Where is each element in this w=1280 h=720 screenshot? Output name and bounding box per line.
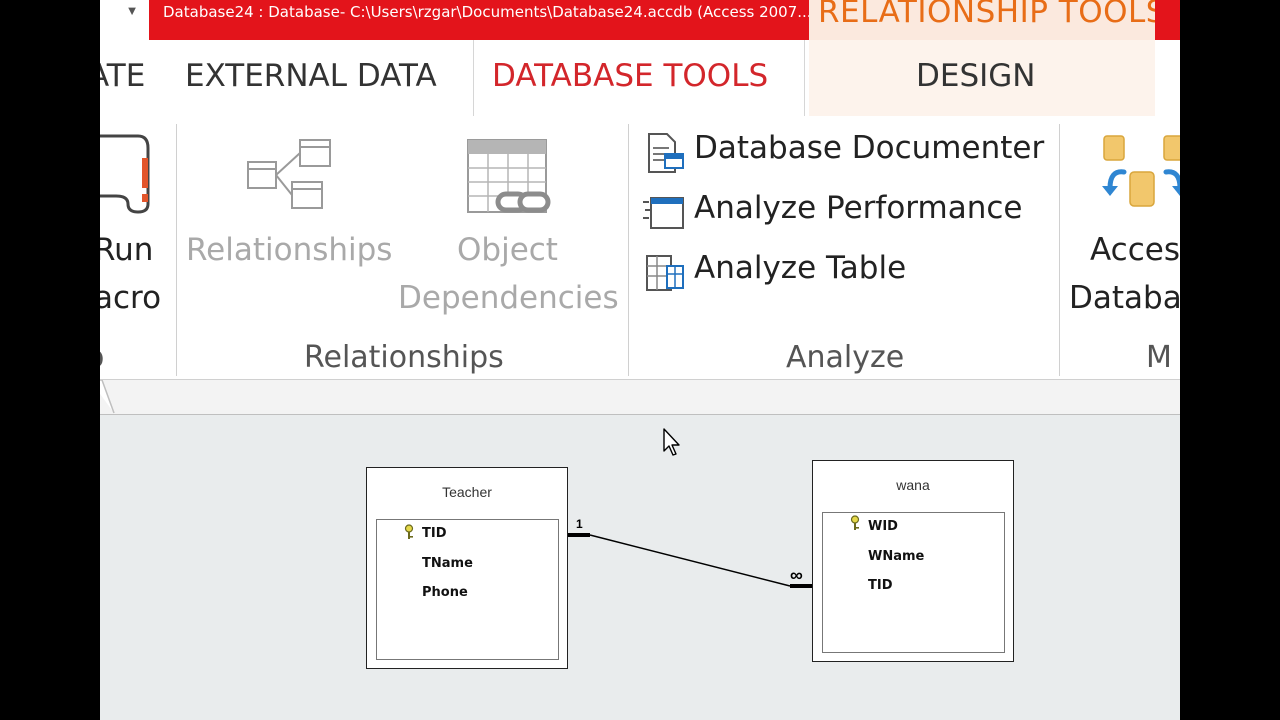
- field-item[interactable]: TName: [422, 556, 473, 571]
- relationship-tools-label: RELATIONSHIP TOOLS: [818, 0, 1166, 30]
- ribbon-border: [100, 379, 1180, 380]
- field-item[interactable]: TID: [868, 578, 893, 593]
- table-title[interactable]: wana: [896, 477, 930, 493]
- document-tab-strip: [100, 380, 1180, 415]
- run-macro-label-2: acro: [100, 280, 162, 316]
- relationships-icon: [247, 139, 331, 209]
- analyze-table-label: Analyze Table: [694, 250, 907, 286]
- database-documenter-icon: [648, 133, 684, 173]
- primary-key-icon: [850, 515, 860, 530]
- field-list[interactable]: TID TName Phone: [376, 519, 559, 660]
- table-box-teacher[interactable]: Teacher TID TName Phone: [366, 467, 568, 669]
- field-item[interactable]: WID: [868, 519, 898, 534]
- window-title: Database24 : Database- C:\Users\rzgar\Do…: [163, 3, 812, 21]
- quick-access-toolbar-dropdown-icon[interactable]: ▼: [125, 3, 139, 18]
- title-bar-right: [1155, 0, 1180, 40]
- relationships-doc-tab[interactable]: [100, 380, 130, 414]
- title-bar: Database24 : Database- C:\Users\rzgar\Do…: [149, 0, 812, 40]
- move-data-group-label: M: [1146, 340, 1172, 375]
- analyze-group-label: Analyze: [786, 340, 905, 375]
- database-documenter-label: Database Documenter: [694, 130, 1045, 166]
- tab-external-data[interactable]: EXTERNAL DATA: [185, 58, 437, 94]
- object-dependencies-label-1: Object: [457, 232, 558, 268]
- object-dependencies-icon: [467, 139, 551, 213]
- access-database-label-2: Databa: [1069, 280, 1180, 316]
- access-window: ▼ Database24 : Database- C:\Users\rzgar\…: [100, 0, 1180, 720]
- access-database-label-1: Acces: [1090, 232, 1180, 268]
- tab-design[interactable]: DESIGN: [916, 58, 1036, 94]
- run-macro-button[interactable]: Run acro: [100, 116, 175, 326]
- macro-group-label: o: [100, 340, 104, 375]
- relationships-group-label: Relationships: [304, 340, 504, 375]
- relationships-button[interactable]: Relationships: [184, 116, 394, 326]
- group-separator: [1059, 124, 1060, 376]
- analyze-performance-label: Analyze Performance: [694, 190, 1023, 226]
- relationship-canvas[interactable]: 1 ∞ Teacher TID TName Phone wana: [100, 415, 1180, 720]
- field-item[interactable]: Phone: [422, 585, 468, 600]
- field-item[interactable]: TID: [422, 526, 447, 541]
- ribbon-tab-row: ATE EXTERNAL DATA DATABASE TOOLS DESIGN: [100, 40, 1180, 156]
- field-item[interactable]: WName: [868, 549, 925, 564]
- access-database-icon: [1102, 135, 1180, 207]
- object-dependencies-label-2: Dependencies: [398, 280, 619, 316]
- relationship-line[interactable]: [100, 415, 1180, 720]
- analyze-table-icon: [646, 255, 684, 291]
- one-side-label: 1: [576, 517, 583, 531]
- macro-icon: [100, 134, 150, 214]
- group-separator: [176, 124, 177, 376]
- many-side-label: ∞: [790, 565, 803, 585]
- table-title[interactable]: Teacher: [442, 484, 492, 500]
- ribbon: Run acro o Relationships: [100, 116, 1180, 380]
- group-separator: [628, 124, 629, 376]
- tab-create[interactable]: ATE: [100, 58, 146, 94]
- access-database-button[interactable]: Acces Databa: [1064, 116, 1180, 326]
- analyze-performance-icon: [643, 197, 684, 229]
- tab-database-tools[interactable]: DATABASE TOOLS: [492, 58, 769, 94]
- primary-key-icon: [404, 524, 414, 539]
- relationships-label: Relationships: [186, 232, 393, 268]
- field-list[interactable]: WID WName TID: [822, 512, 1005, 653]
- object-dependencies-button[interactable]: Object Dependencies: [398, 116, 620, 326]
- tab-database-tools-container: DATABASE TOOLS: [473, 40, 805, 116]
- mouse-cursor-icon: [663, 428, 680, 456]
- tab-design-container: DESIGN: [809, 40, 1155, 116]
- table-box-wana[interactable]: wana WID WName TID: [812, 460, 1014, 662]
- contextual-tab-group-header: RELATIONSHIP TOOLS: [809, 0, 1165, 40]
- run-macro-label-1: Run: [100, 232, 154, 268]
